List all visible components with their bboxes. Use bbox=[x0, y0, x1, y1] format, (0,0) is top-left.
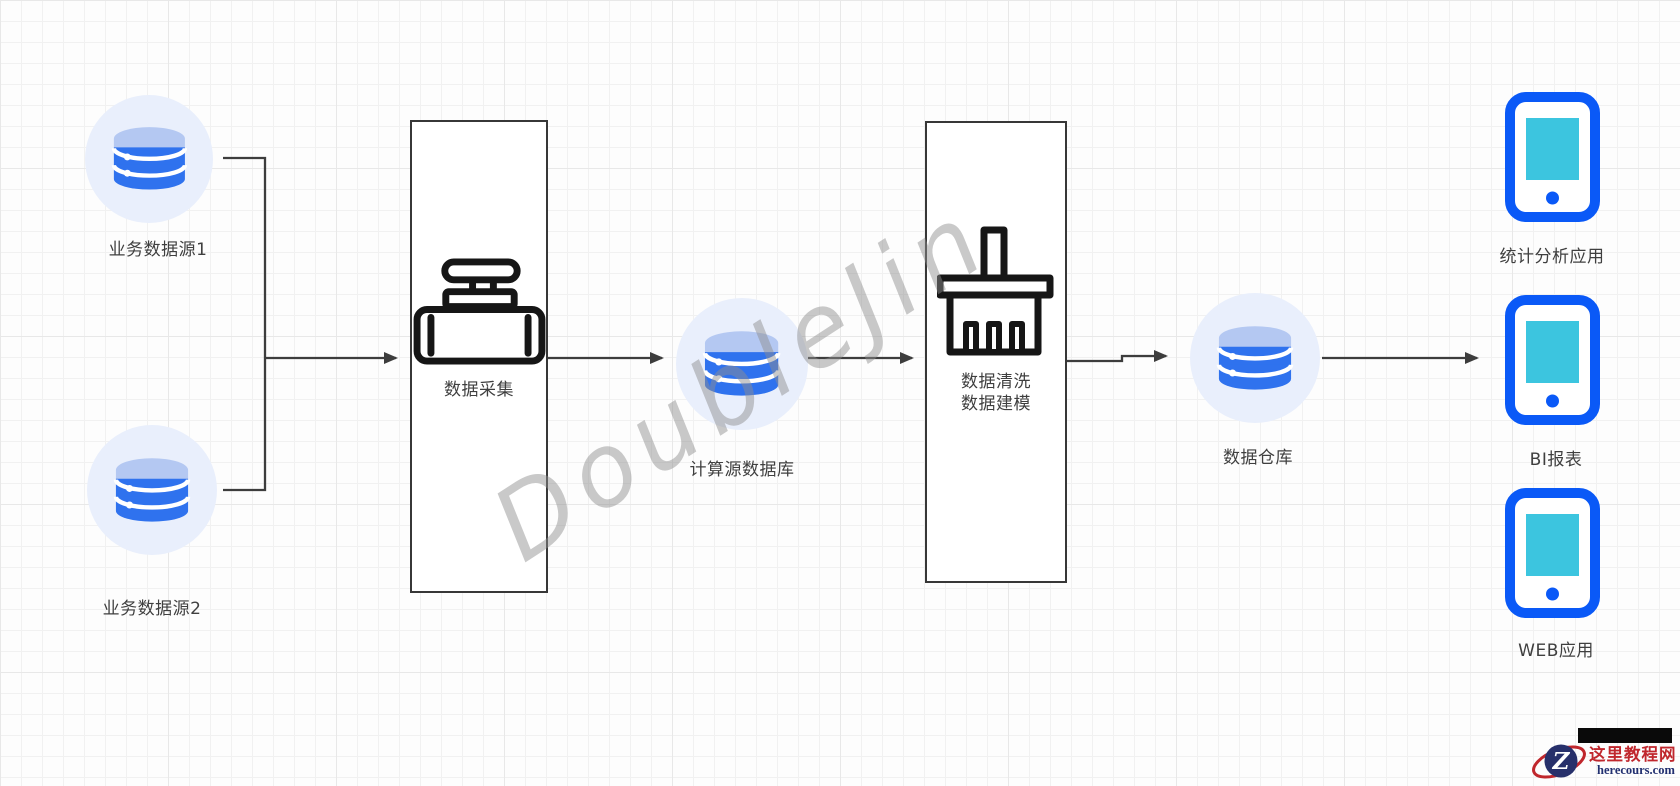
node-label-collect: 数据采集 bbox=[444, 380, 514, 400]
valve-icon bbox=[413, 258, 546, 365]
connector-sources-merge bbox=[223, 156, 267, 492]
database-icon bbox=[1216, 325, 1294, 390]
brand-black-bar bbox=[1578, 728, 1672, 743]
tablet-icon bbox=[1505, 295, 1600, 425]
brand-logo-icon: Z bbox=[1532, 744, 1586, 779]
process-node-clean[interactable] bbox=[925, 121, 1067, 583]
db-node-computedb[interactable] bbox=[676, 298, 808, 430]
node-label-clean-line2: 数据建模 bbox=[961, 394, 1031, 414]
node-label-clean: 数据清洗 数据建模 bbox=[961, 371, 1031, 415]
app-node-bireport[interactable] bbox=[1505, 295, 1600, 425]
node-label-statapp: 统计分析应用 bbox=[1499, 247, 1605, 267]
node-label-source1: 业务数据源1 bbox=[108, 240, 208, 260]
brand-site-domain: herecours.com bbox=[1597, 763, 1675, 777]
node-label-bireport: BI报表 bbox=[1529, 450, 1583, 470]
brand-logo-letter: Z bbox=[1552, 748, 1571, 775]
process-node-collect[interactable] bbox=[410, 120, 548, 593]
app-node-webapp[interactable] bbox=[1505, 488, 1600, 618]
brand-site-name: 这里教程网 bbox=[1589, 745, 1677, 764]
database-icon bbox=[111, 127, 187, 190]
database-icon bbox=[113, 457, 191, 522]
db-node-source2[interactable] bbox=[87, 425, 217, 555]
node-label-source2: 业务数据源2 bbox=[102, 599, 202, 619]
connector-clean-to-warehouse bbox=[1067, 350, 1168, 363]
tablet-icon bbox=[1505, 92, 1600, 222]
node-label-computedb: 计算源数据库 bbox=[689, 460, 795, 480]
app-node-stat[interactable] bbox=[1505, 92, 1600, 222]
broom-icon bbox=[937, 226, 1054, 356]
db-node-warehouse[interactable] bbox=[1190, 293, 1320, 423]
node-label-webapp: WEB应用 bbox=[1518, 641, 1594, 661]
node-label-warehouse: 数据仓库 bbox=[1223, 448, 1293, 468]
node-label-clean-line1: 数据清洗 bbox=[961, 372, 1031, 392]
database-icon bbox=[703, 331, 781, 396]
db-node-source1[interactable] bbox=[85, 95, 213, 223]
tablet-icon bbox=[1505, 488, 1600, 618]
